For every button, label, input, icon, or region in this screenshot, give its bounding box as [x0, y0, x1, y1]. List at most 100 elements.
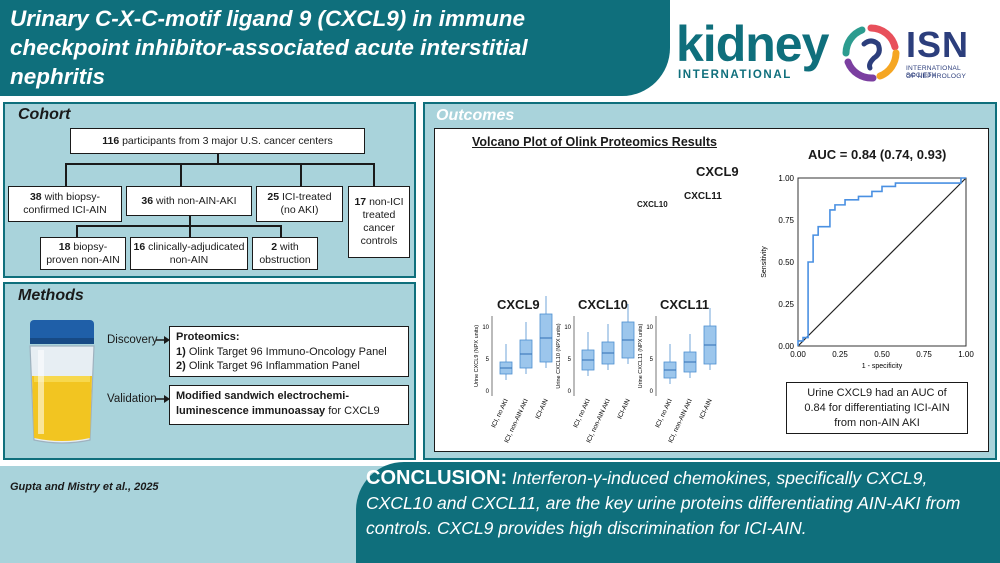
boxplot-y-label: Urine CXCL9 (NPX units) — [474, 325, 480, 387]
volcano-label-cxcl10: CXCL10 — [637, 200, 668, 209]
panel-number: 2) — [176, 360, 186, 372]
roc-y-tick: 0.50 — [778, 258, 794, 267]
subgroup-number: 16 — [133, 240, 146, 253]
kidney-logo-word: kidney — [676, 16, 829, 72]
panel-number: 1) — [176, 345, 186, 358]
boxplot-y-tick: 5 — [568, 357, 572, 363]
boxplot-y-tick: 0 — [650, 389, 654, 395]
cohort-root-number: 116 — [102, 134, 120, 147]
roc-x-tick: 0.25 — [832, 350, 848, 359]
cohort-subgroup-clinically-adjudicated: 16 clinically-adjudicated non-AIN — [130, 237, 248, 270]
roc-y-tick: 1.00 — [778, 174, 794, 183]
outcomes-title: Outcomes — [436, 107, 515, 124]
bottom-left-band — [0, 522, 400, 563]
volcano-label-cxcl11: CXCL11 — [684, 191, 722, 202]
panel-text: Olink Target 96 Immuno-Oncology Panel — [188, 345, 387, 358]
isn-logo: ISN INTERNATIONAL SOCIETY OF NEPHROLOGY — [840, 22, 990, 92]
cohort-group-non-ici-controls: 17 non-ICI treated cancer controls — [348, 186, 410, 258]
volcano-plot-title: Volcano Plot of Olink Proteomics Results — [472, 135, 717, 149]
boxplot-y-tick: 5 — [486, 357, 490, 363]
arrow-right-icon — [156, 395, 170, 403]
roc-y-tick: 0.00 — [778, 342, 794, 351]
citation-band — [0, 466, 400, 522]
roc-x-tick: 1.00 — [958, 350, 974, 359]
boxplot-y-tick: 10 — [646, 325, 653, 331]
boxplot-y-tick: 10 — [564, 325, 571, 331]
roc-y-tick: 0.25 — [778, 300, 794, 309]
connector — [76, 225, 78, 237]
subgroup-text: clinically-adjudicated — [148, 240, 245, 253]
connector — [76, 225, 281, 227]
group-number: 25 — [267, 191, 280, 203]
boxplot-group-label: ICI, no AKI — [654, 398, 674, 429]
cohort-title: Cohort — [18, 106, 71, 123]
boxplot-y-tick: 0 — [486, 389, 490, 395]
boxplot-y-label: Urine CXCL10 (NPX units) — [556, 323, 562, 388]
subgroup-number: 2 — [271, 240, 278, 253]
assay-text: for CXCL9 — [328, 405, 380, 417]
group-text: with non-AIN-AKI — [156, 194, 237, 207]
connector — [189, 225, 191, 237]
kidney-logo-subtitle: INTERNATIONAL — [678, 69, 792, 81]
auc-caption-line: 0.84 for differentiating ICI-AIN — [804, 402, 950, 414]
discovery-label: Discovery — [107, 334, 158, 346]
connector — [189, 216, 191, 226]
methods-title: Methods — [18, 287, 84, 304]
group-number: 17 — [354, 196, 367, 208]
group-text: cancer — [363, 222, 395, 234]
connector — [280, 225, 282, 237]
boxplot-group-label: ICI, no AKI — [490, 398, 510, 429]
boxplot-group-label: ICI-AIN — [534, 398, 549, 421]
roc-x-tick: 0.50 — [874, 350, 890, 359]
group-text: (no AKI) — [280, 204, 319, 216]
group-text: with biopsy- — [44, 191, 101, 203]
roc-x-tick: 0.75 — [916, 350, 932, 359]
roc-diagonal — [797, 177, 967, 347]
connector — [373, 163, 375, 186]
subgroup-text: with — [280, 240, 299, 253]
boxplot-group-label: ICI, no AKI — [572, 398, 592, 429]
cohort-group-ici-ain: 38 with biopsy- confirmed ICI-AIN — [8, 186, 122, 222]
auc-caption-line: Urine CXCL9 had an AUC of — [807, 387, 947, 399]
group-text: ICI-treated — [282, 191, 332, 203]
cohort-root-box: 116 participants from 3 major U.S. cance… — [70, 128, 365, 154]
boxplot-group-label: ICI-AIN — [698, 398, 713, 421]
title-line-2: checkpoint inhibitor-associated acute in… — [10, 35, 528, 60]
isn-emblem-icon — [842, 24, 900, 82]
urine-sample-cup-icon — [29, 320, 95, 444]
group-number: 38 — [29, 191, 42, 203]
boxplots-chart: 10 5 0 Urine CXCL9 (NPX units) ICI, no AKI IC… — [474, 296, 717, 444]
boxplot-title-cxcl10: CXCL10 — [578, 297, 628, 312]
boxplot-y-tick: 5 — [650, 357, 654, 363]
subgroup-number: 18 — [58, 240, 71, 253]
subgroup-text: biopsy- — [73, 240, 108, 253]
boxplot-title-cxcl11: CXCL11 — [660, 297, 710, 312]
group-number: 36 — [141, 194, 154, 207]
roc-chart: 0.000.000.250.250.500.500.750.751.001.00… — [761, 174, 974, 370]
group-text: non-ICI — [369, 196, 404, 208]
cohort-root-text: participants from 3 major U.S. cancer ce… — [122, 134, 333, 147]
proteomics-heading: Proteomics: — [176, 331, 240, 343]
conclusion-text: Interferon-γ-induced chemokines, specifi… — [366, 468, 961, 538]
isn-logo-word: ISN — [906, 24, 970, 65]
volcano-label-cxcl9: CXCL9 — [696, 164, 739, 179]
auc-caption-box: Urine CXCL9 had an AUC of 0.84 for diffe… — [786, 382, 968, 434]
assay-box: Modified sandwich electrochemi- luminesc… — [169, 385, 409, 425]
assay-text: Modified sandwich electrochemi- — [176, 390, 349, 402]
roc-curve — [797, 177, 966, 346]
auc-caption-line: from non-AIN AKI — [834, 417, 920, 429]
cohort-subgroup-biopsy-proven: 18 biopsy- proven non-AIN — [40, 237, 126, 270]
boxplot-group-label: ICI-AIN — [616, 398, 631, 421]
connector — [65, 163, 374, 165]
connector — [180, 163, 182, 186]
cohort-group-non-ain-aki: 36 with non-AIN-AKI — [126, 186, 252, 216]
connector — [65, 163, 67, 186]
roc-y-tick: 0.75 — [778, 216, 794, 225]
connector — [300, 163, 302, 186]
roc-plot-area — [797, 177, 967, 347]
title-banner — [0, 0, 670, 96]
conclusion-heading: CONCLUSION: — [366, 467, 508, 489]
boxplot-y-tick: 10 — [482, 325, 489, 331]
subgroup-text: non-AIN — [169, 253, 209, 266]
auc-title: AUC = 0.84 (0.74, 0.93) — [808, 147, 947, 162]
